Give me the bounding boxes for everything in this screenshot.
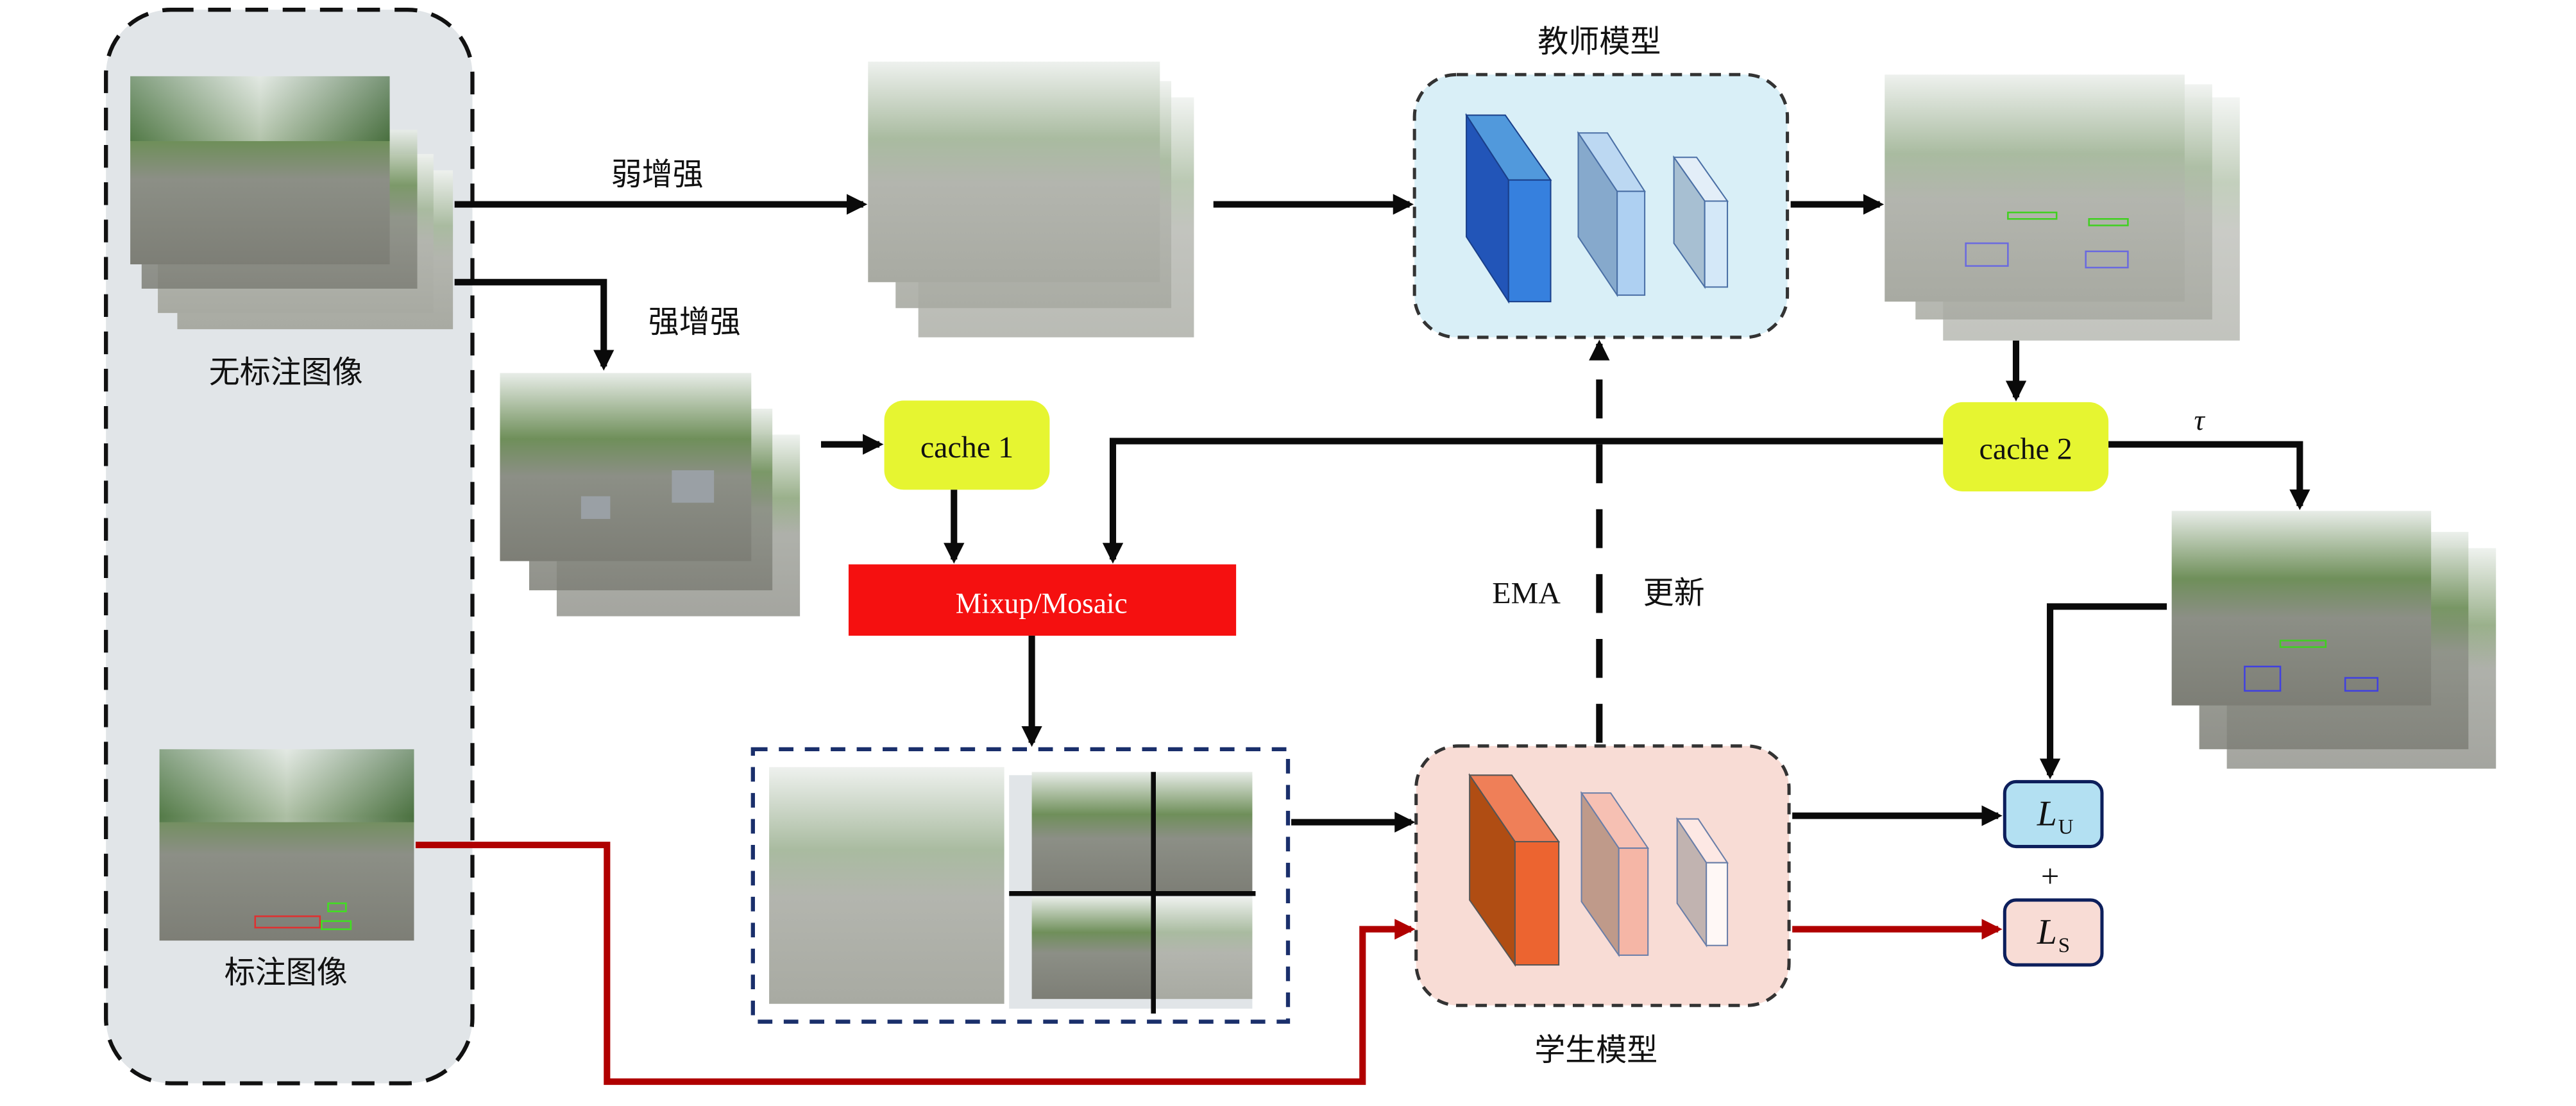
teacher-model-node: [1412, 72, 1790, 339]
weak-augmentation-label: 弱增强: [611, 157, 704, 192]
mosaic-tile-3: [1031, 896, 1152, 1000]
labeled-to-student-arrow: [416, 841, 1416, 1085]
loss-s-symbol: L: [2037, 912, 2057, 952]
unlabeled-images-label: 无标注图像: [209, 355, 363, 391]
student-model-title: 学生模型: [1534, 1032, 1657, 1068]
mosaic-tile-1: [1031, 772, 1152, 894]
labeled-images-label: 标注图像: [225, 955, 348, 991]
loss-plus-sign: +: [2041, 858, 2060, 894]
strong-augmentation-label: 强增强: [648, 304, 741, 340]
pseudo-to-loss-u-arrow: [2039, 603, 2167, 779]
cache2-node: cache 2: [1943, 402, 2109, 491]
ema-label: EMA: [1492, 576, 1561, 610]
mixup-sample-image: [769, 767, 1004, 1004]
cache1-label: cache 1: [920, 430, 1013, 464]
cache2-to-mixup-arrow: [1102, 438, 1944, 564]
filtered-pseudo-label-image-stack: [2171, 511, 2496, 769]
labeled-image: [159, 749, 414, 941]
cache1-node: cache 1: [884, 400, 1050, 490]
loss-u-subscript: U: [2058, 815, 2074, 838]
student-layer-1: [1468, 773, 1561, 967]
mixup-mosaic-node: Mixup/Mosaic: [848, 564, 1237, 636]
loss-u-symbol: L: [2037, 794, 2057, 834]
mosaic-tile-4: [1155, 896, 1253, 1000]
cache2-threshold-arrow: [2108, 441, 2310, 511]
supervised-loss-node: L S: [2003, 898, 2104, 967]
unlabeled-image-stack: [130, 76, 453, 330]
teacher-layer-1: [1465, 113, 1552, 304]
mixed-samples-box: [750, 747, 1291, 1024]
teacher-layer-3: [1672, 155, 1729, 289]
threshold-tau-label: τ: [2194, 404, 2206, 436]
cache2-label: cache 2: [1979, 432, 2072, 466]
mosaic-tile-2: [1155, 772, 1253, 894]
mixup-mosaic-label: Mixup/Mosaic: [956, 587, 1128, 620]
teacher-model-title: 教师模型: [1538, 24, 1661, 60]
strong-augmentation-arrow: [454, 278, 614, 371]
teacher-prediction-image-stack: [1885, 74, 2240, 341]
weak-augmented-image-stack: [868, 62, 1194, 337]
loss-s-subscript: S: [2058, 934, 2070, 957]
unsupervised-loss-node: L U: [2003, 779, 2104, 849]
student-layer-2: [1580, 790, 1650, 958]
teacher-layer-2: [1577, 130, 1646, 298]
student-layer-3: [1675, 817, 1729, 948]
strong-augmented-image-stack: [500, 373, 801, 617]
student-model-node: [1414, 744, 1791, 1007]
update-label: 更新: [1643, 575, 1705, 611]
